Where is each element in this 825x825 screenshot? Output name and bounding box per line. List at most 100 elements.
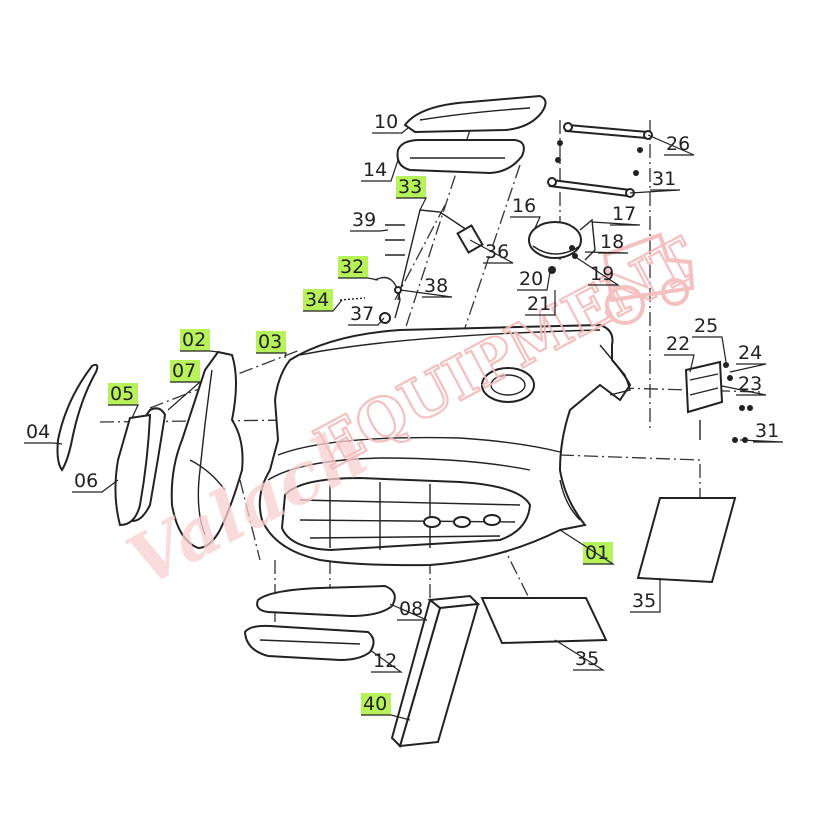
callout-number: 37: [350, 303, 374, 325]
callout-leader-line: [510, 216, 541, 229]
callout-08: 08: [389, 598, 428, 621]
callout-number: 35: [575, 648, 599, 670]
callout-22: 22: [664, 333, 695, 373]
callout-19: 19: [576, 257, 621, 286]
callout-14: 14: [361, 159, 399, 182]
callout-number: 33: [398, 176, 422, 198]
callout-21: 21: [525, 290, 556, 316]
callout-leader-line: [559, 529, 616, 565]
callout-leader-line: [389, 603, 428, 621]
callout-number: 04: [26, 421, 50, 443]
callout-03: 03: [256, 331, 287, 359]
callout-highlight: [170, 360, 200, 382]
callout-number: 06: [74, 470, 98, 492]
callout-leader-line: [396, 197, 427, 211]
callout-leader-line: [469, 239, 514, 264]
part-02-headlight-housing: [170, 350, 244, 550]
part-08-lower-trim: [256, 584, 396, 618]
callout-35a: 35: [630, 578, 661, 613]
callout-number: 16: [512, 195, 536, 217]
part-40-foam-block: [390, 594, 481, 748]
callout-04: 04: [24, 421, 63, 445]
hood-hinge-hardware: [339, 209, 484, 324]
callout-leader-line: [303, 299, 343, 312]
callout-leader-line: [584, 251, 629, 254]
callout-leader-line: [361, 714, 411, 721]
part-14-trim: [396, 139, 525, 175]
callout-number: 08: [399, 598, 423, 620]
callout-number: 23: [738, 373, 762, 395]
part-06-lens: [114, 413, 152, 527]
callout-leader-line: [338, 277, 379, 281]
callout-34: 34: [303, 289, 343, 312]
callout-number: 07: [172, 360, 196, 382]
callout-number: 35: [632, 590, 656, 612]
callout-highlight: [396, 176, 426, 198]
callout-37: 37: [348, 303, 385, 326]
callout-number: 39: [352, 209, 376, 231]
callout-06: 06: [72, 470, 119, 493]
callout-leader-line: [591, 221, 641, 226]
callout-leader-line: [361, 159, 399, 182]
callout-18: 18: [584, 231, 629, 254]
callout-leader-line: [664, 354, 695, 373]
callout-leader-line: [369, 649, 403, 673]
callout-leader-line: [721, 385, 767, 396]
callout-leader-line: [729, 363, 767, 373]
callout-highlight: [108, 383, 138, 405]
callout-38: 38: [399, 275, 453, 298]
callout-12: 12: [369, 649, 403, 673]
part-01-hood-body: [258, 323, 632, 567]
callout-number: 38: [424, 275, 448, 297]
callout-36: 36: [469, 239, 514, 264]
tractor-logo-icon: [602, 232, 695, 325]
callout-highlight: [338, 256, 368, 278]
callout-number: 26: [666, 133, 690, 155]
callout-number: 01: [585, 542, 609, 564]
callout-01: 01: [559, 529, 616, 565]
gas-struts: [547, 122, 653, 198]
callout-number: 05: [110, 383, 134, 405]
callout-number: 14: [363, 159, 387, 181]
callout-number: 18: [600, 231, 624, 253]
callout-leader-line: [525, 290, 556, 316]
callout-02: 02: [180, 329, 219, 353]
callout-10: 10: [372, 111, 409, 134]
callout-leader-line: [517, 271, 551, 291]
fuel-cap-assembly: [528, 218, 596, 274]
callout-31b: 31: [739, 420, 784, 443]
callout-leader-line: [24, 442, 63, 445]
callout-17: 17: [591, 203, 641, 226]
callout-number: 40: [363, 693, 387, 715]
callout-35b: 35: [554, 639, 606, 671]
callout-leader-line: [180, 350, 219, 353]
part-04-side-strip: [56, 363, 99, 472]
callout-25: 25: [692, 315, 727, 363]
callout-26: 26: [647, 133, 695, 156]
callout-number: 31: [652, 168, 676, 190]
callout-number: 03: [258, 331, 282, 353]
callout-number: 34: [305, 289, 329, 311]
callout-highlight: [361, 693, 391, 715]
callout-31a: 31: [629, 168, 681, 194]
callout-leader-line: [372, 127, 409, 134]
callout-leader-line: [72, 479, 119, 493]
part-35-panel-upper: [636, 497, 737, 584]
callout-leader-line: [108, 404, 139, 419]
callout-32: 32: [338, 256, 379, 281]
callout-leader-line: [350, 229, 389, 232]
callout-leader-line: [692, 336, 727, 363]
callout-23: 23: [721, 373, 767, 396]
callout-leader-line: [348, 317, 385, 326]
callout-number: 32: [340, 256, 364, 278]
part-35-panel-lower: [480, 597, 608, 645]
callout-16: 16: [510, 195, 541, 229]
callout-number: 24: [738, 342, 762, 364]
callout-33: 33: [396, 176, 427, 211]
part-10-top-trim: [403, 94, 547, 134]
callout-number: 20: [519, 268, 543, 290]
callout-leader-line: [167, 381, 202, 411]
